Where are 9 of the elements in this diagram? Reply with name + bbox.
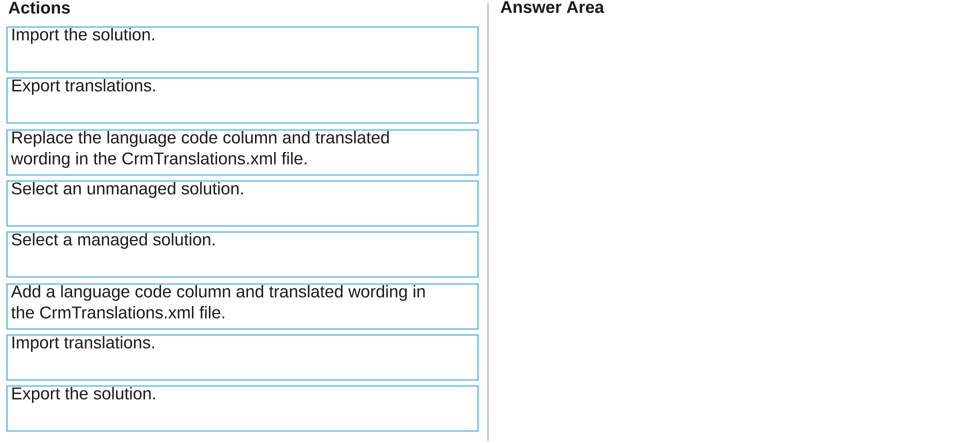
- action-box: Export translations.: [6, 77, 479, 124]
- action-box: Add a language code column and translated wording in the CrmTranslations.xml file.: [6, 283, 479, 330]
- action-box: Export the solution.: [6, 385, 479, 432]
- action-box: Import translations.: [6, 334, 479, 381]
- action-box: Select an unmanaged solution.: [6, 180, 479, 227]
- action-box: Import the solution.: [6, 26, 479, 73]
- action-box: Replace the language code column and translated wording in the CrmTranslations.xml file.: [6, 129, 479, 176]
- column-heading: Answer Area: [500, 1, 604, 14]
- action-box: Select a managed solution.: [6, 231, 479, 278]
